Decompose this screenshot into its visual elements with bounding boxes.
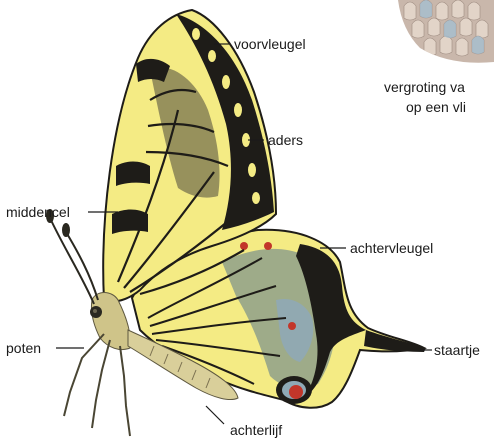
label-aders: aders <box>268 132 303 148</box>
label-achterlijf: achterlijf <box>230 422 282 438</box>
inset-caption-line2: op een vli <box>406 98 466 117</box>
leader-achterlijf <box>206 406 224 424</box>
legs <box>64 334 130 436</box>
antennae <box>47 210 98 304</box>
inset-caption-line1: vergroting va <box>384 78 465 97</box>
label-voorvleugel: voorvleugel <box>234 36 306 52</box>
label-middencel: middencel <box>6 204 70 220</box>
label-achtervleugel: achtervleugel <box>350 240 433 256</box>
scale-magnification-inset <box>396 0 494 66</box>
label-poten: poten <box>6 340 41 356</box>
label-staartje: staartje <box>434 342 480 358</box>
